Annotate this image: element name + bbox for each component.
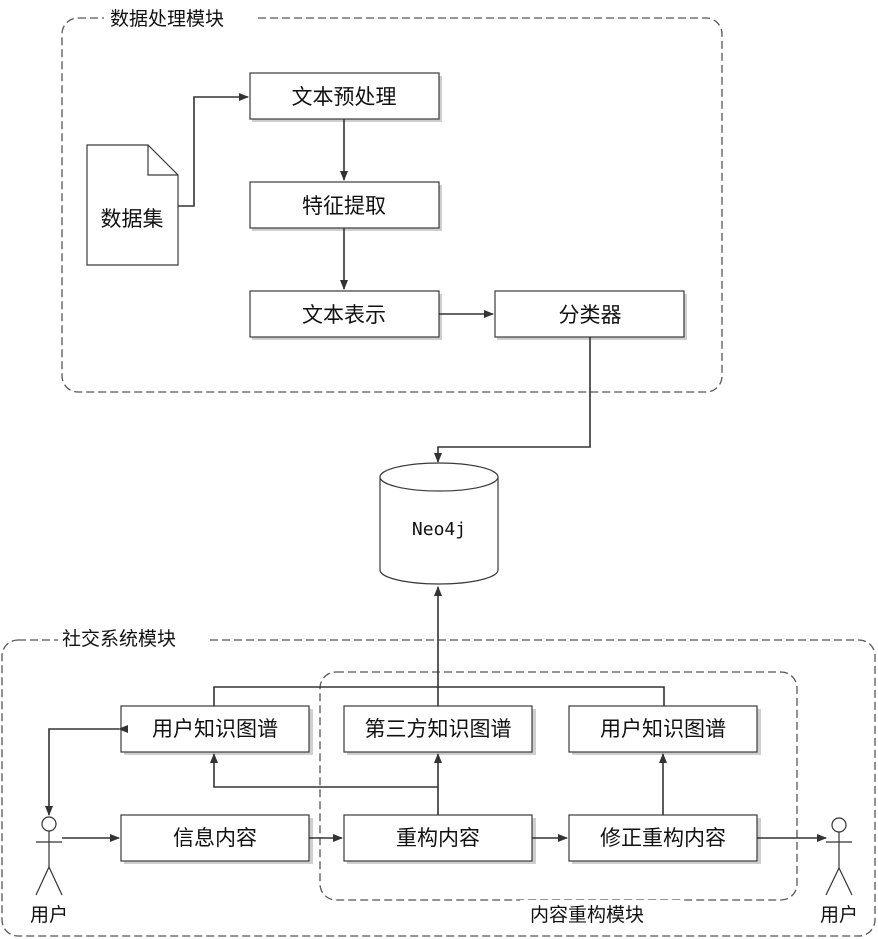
social-system-title-bg bbox=[58, 627, 206, 651]
user-kg-right-label: 用户知识图谱 bbox=[600, 717, 726, 741]
content-rebuild-module-title: 内容重构模块 bbox=[530, 904, 644, 926]
data-processing-module-title: 数据处理模块 bbox=[110, 8, 224, 30]
dataset-to-preprocess-arrow bbox=[178, 93, 249, 207]
user-right-label: 用户 bbox=[820, 904, 858, 926]
social-system-module-title: 社交系统模块 bbox=[62, 628, 176, 650]
classifier-to-neo4j-arrow bbox=[434, 337, 591, 463]
corrected-content-box: 修正重构内容 bbox=[568, 814, 761, 864]
classifier-label: 分类器 bbox=[559, 303, 622, 327]
user-left-label: 用户 bbox=[30, 904, 68, 926]
dataset-label: 数据集 bbox=[101, 207, 164, 231]
third-party-kg-box: 第三方知识图谱 bbox=[343, 705, 536, 755]
corrected-content-label: 修正重构内容 bbox=[600, 826, 726, 850]
neo4j-label: Neo4j bbox=[412, 519, 466, 540]
third-party-kg-label: 第三方知识图谱 bbox=[365, 717, 512, 741]
rebuild-to-user-kg-left-arrow bbox=[210, 753, 438, 788]
neo4j-database-cylinder: Neo4j bbox=[379, 462, 499, 585]
data-processing-title-bg bbox=[104, 6, 254, 30]
classifier-box: 分类器 bbox=[494, 290, 687, 340]
dataset-document-node: 数据集 bbox=[86, 144, 179, 266]
user-left-actor-icon bbox=[35, 816, 63, 896]
text-preprocess-label: 文本预处理 bbox=[292, 85, 397, 109]
content-rebuild-title-bg bbox=[520, 900, 680, 928]
info-content-box: 信息内容 bbox=[120, 814, 313, 864]
rebuild-content-label: 重构内容 bbox=[396, 826, 480, 850]
text-representation-box: 文本表示 bbox=[249, 290, 442, 340]
text-representation-label: 文本表示 bbox=[302, 303, 386, 327]
feature-extract-label: 特征提取 bbox=[302, 194, 386, 218]
user-kg-bracket-line bbox=[213, 686, 665, 706]
user-kg-right-box: 用户知识图谱 bbox=[568, 705, 761, 755]
rebuild-content-box: 重构内容 bbox=[343, 814, 536, 864]
text-preprocess-box: 文本预处理 bbox=[249, 72, 442, 122]
data-processing-module-frame bbox=[61, 17, 723, 393]
info-content-label: 信息内容 bbox=[173, 826, 257, 850]
user-kg-left-box: 用户知识图谱 bbox=[120, 705, 313, 755]
user-left-kg-bidirectional-arrow bbox=[45, 725, 128, 816]
user-kg-left-label: 用户知识图谱 bbox=[152, 717, 278, 741]
feature-extract-box: 特征提取 bbox=[249, 181, 442, 231]
user-right-actor-icon bbox=[825, 817, 853, 896]
